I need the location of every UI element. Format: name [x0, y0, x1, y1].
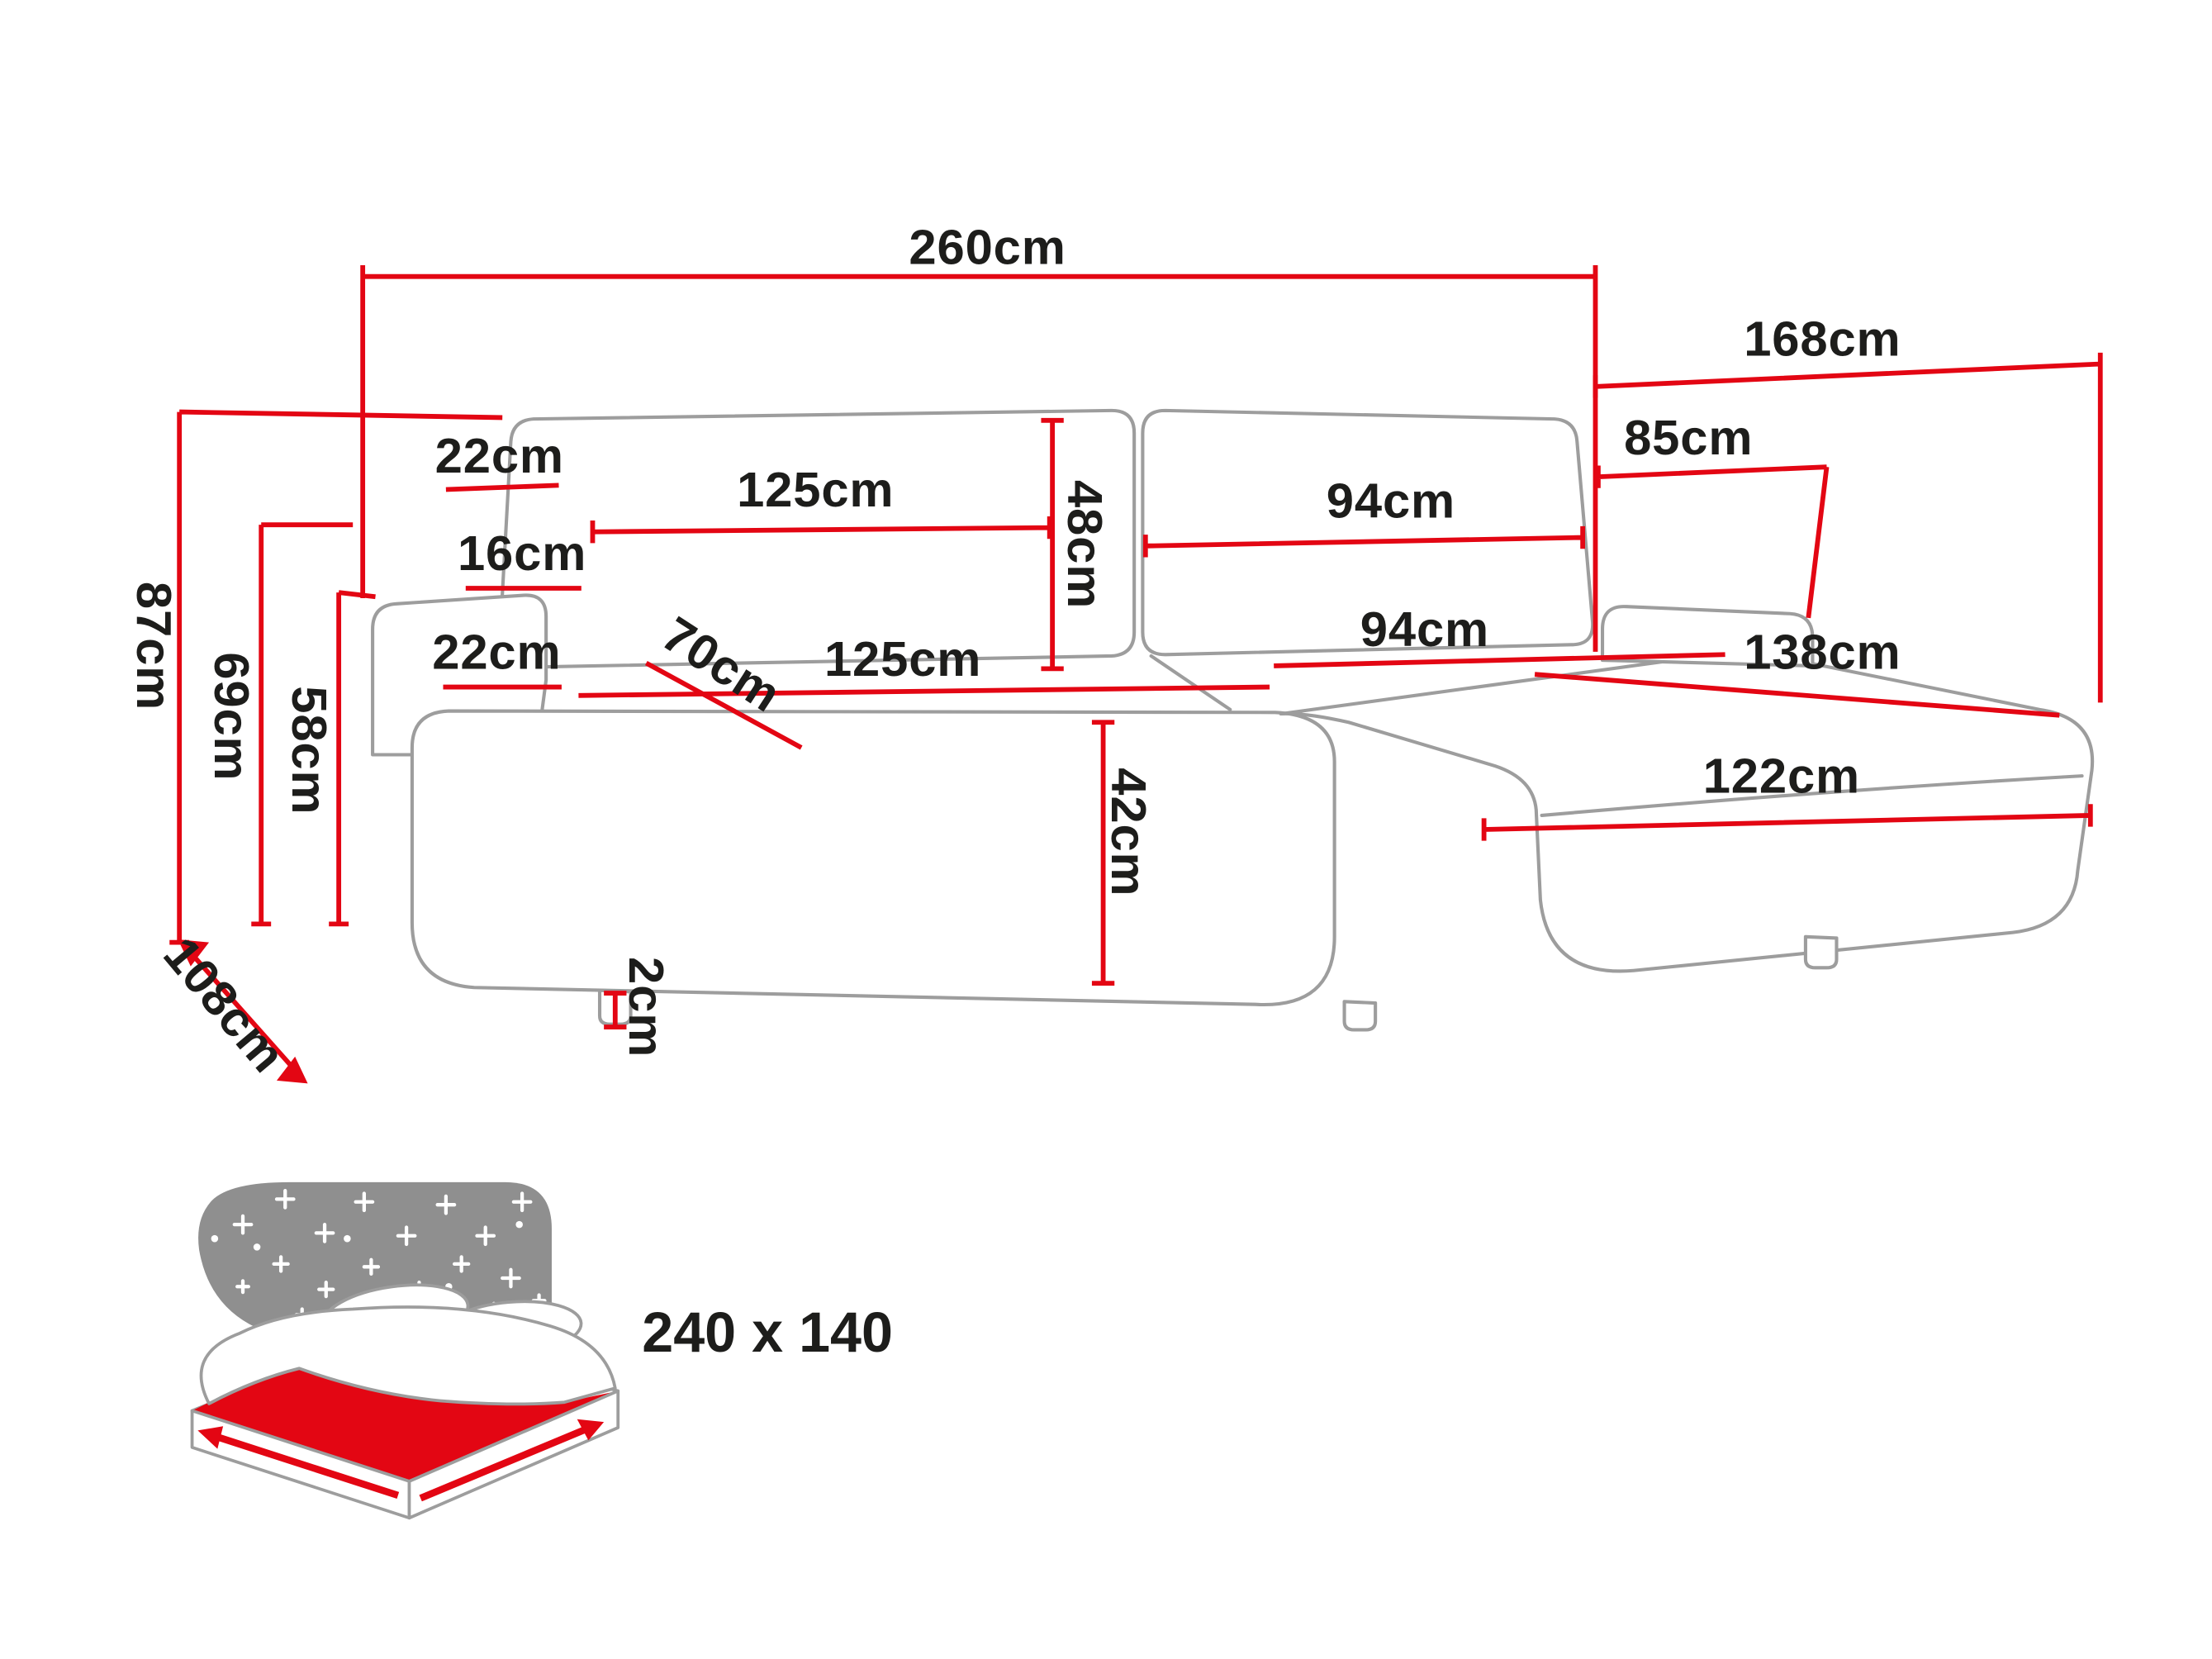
back-cushion-left	[497, 408, 1137, 669]
dim-line-seat-width-right-94	[1274, 652, 1725, 668]
bed-base-right-face	[407, 1389, 620, 1520]
dim-line-backrest-85	[1596, 464, 1830, 619]
dim-label-back-height: 48cm	[1057, 480, 1113, 609]
dim-label-backrest-height: 85cm	[1624, 410, 1753, 465]
seat-base	[410, 709, 1336, 1007]
dim-label-back-width-left: 125cm	[737, 462, 894, 517]
dim-label-chaise-width: 122cm	[1703, 749, 1860, 804]
dim-line-back-width-right-94	[1142, 525, 1586, 558]
bed-width-arrow	[213, 1433, 400, 1499]
dim-line-leg-height-2	[604, 991, 627, 1029]
dim-line-base-depth-108	[184, 946, 301, 1077]
leg-front-center	[1342, 1000, 1378, 1032]
dim-label-seat-width-left: 125cm	[824, 631, 981, 687]
base-depth-arrowhead-bottom	[277, 1056, 308, 1084]
dim-label-seat-thickness: 22cm	[432, 624, 561, 679]
bed-mattress-red-area	[192, 1368, 619, 1481]
bed-width-arrowhead	[197, 1426, 224, 1449]
dim-label-total-height: 87cm	[126, 582, 182, 711]
dim-line-front-height-42	[1091, 720, 1115, 986]
seat-cushion-seam	[1149, 654, 1232, 711]
dim-line-back-thickness-22	[445, 482, 559, 492]
chaise-fold-line	[1540, 774, 2084, 817]
dim-line-depth-168	[1593, 352, 2103, 703]
dim-line-seat-depth-70	[644, 660, 803, 750]
bed-length-arrowhead	[577, 1419, 605, 1441]
dim-line-chaise-width-122	[1481, 804, 2093, 841]
sofa-outline	[371, 408, 2095, 1032]
dim-label-leg-height: 2cm	[619, 957, 674, 1058]
dim-label-total-width: 260cm	[909, 219, 1066, 274]
dim-label-armrest-height: 69cm	[204, 652, 259, 781]
dim-line-seat-width-left-125	[578, 684, 1270, 698]
dimension-lines	[169, 265, 2103, 1084]
dim-label-depth-chaise-side: 168cm	[1744, 311, 1901, 366]
dim-label-seat-width-right: 94cm	[1360, 601, 1489, 657]
dim-line-seat-height-58	[329, 590, 376, 927]
dim-line-back-width-left-125	[590, 516, 1052, 544]
back-cushion-right	[1141, 408, 1595, 657]
headboard-stars	[211, 1188, 547, 1325]
dim-label-back-width-right: 94cm	[1327, 473, 1455, 529]
sleeping-area-size-label: 240 x 140	[642, 1301, 893, 1364]
base-depth-arrowhead-top	[178, 939, 210, 967]
leg-chaise	[1803, 934, 1839, 970]
bed-icon: 240 x 140	[190, 1181, 893, 1520]
dim-line-back-height-48	[1041, 417, 1064, 672]
dim-label-back-thickness: 22cm	[435, 428, 564, 483]
dim-label-seat-height: 58cm	[282, 686, 337, 815]
chaise-section	[1279, 649, 2095, 973]
dim-line-armrest-height-69	[251, 522, 354, 927]
dim-label-front-height: 42cm	[1101, 768, 1156, 896]
bed-length-arrow	[419, 1424, 591, 1502]
dim-label-armrest-width: 16cm	[458, 525, 586, 581]
dim-label-chaise-length: 138cm	[1744, 624, 1901, 679]
dim-line-total-width	[360, 265, 1598, 652]
bed-duvet	[199, 1305, 617, 1406]
dim-label-base-depth: 108cm	[153, 927, 297, 1083]
dim-line-chaise-length-138	[1534, 672, 2060, 718]
armrest-right	[1600, 605, 1815, 668]
